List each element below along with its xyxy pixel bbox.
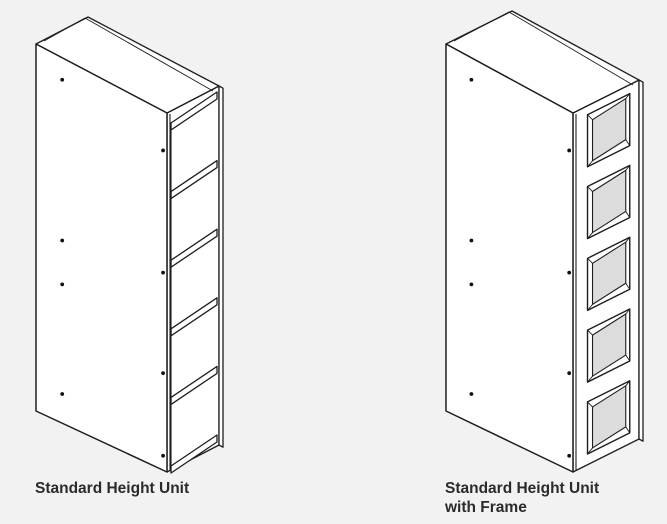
frame-bevel — [625, 426, 631, 434]
top-panel-inner-edge — [43, 17, 86, 42]
frame-bevel — [587, 329, 593, 336]
side-panel — [35, 43, 168, 473]
screw-hole — [161, 270, 165, 275]
screw-hole — [469, 238, 474, 243]
screw-hole — [567, 270, 572, 275]
screw-hole — [567, 371, 572, 376]
frame-bevel — [587, 232, 593, 239]
frame-bevel — [625, 283, 631, 290]
frame-bevel — [587, 114, 593, 121]
top-panel-inner-edge — [453, 11, 510, 42]
caption-line: Standard Height Unit — [35, 480, 190, 497]
frame-bevel — [587, 401, 593, 408]
caption-standard-height-unit-with-frame: Standard Height Unit with Frame — [445, 479, 599, 517]
screw-hole — [161, 148, 165, 153]
screw-hole — [469, 392, 474, 396]
frame-bevel — [625, 139, 631, 146]
frame-bevel — [625, 380, 631, 387]
screw-hole — [567, 453, 572, 458]
frame-bevel — [587, 160, 593, 168]
caption-line: with Frame — [445, 499, 527, 516]
top-panel-inner-edge — [508, 11, 634, 86]
caption-standard-height-unit: Standard Height Unit — [35, 479, 189, 498]
frame-bevel — [587, 447, 593, 455]
frame-bevel — [625, 211, 631, 218]
caption-line: Standard Height Unit — [445, 480, 600, 497]
far-side-edge — [218, 85, 224, 448]
top-panel-inner-edge — [84, 17, 214, 92]
side-panel — [445, 43, 574, 473]
frame-bevel — [625, 165, 631, 171]
frame-bevel — [625, 308, 631, 315]
screw-hole — [567, 148, 572, 153]
frame-bevel — [587, 375, 593, 383]
shelf-board — [170, 434, 218, 474]
screw-hole — [469, 282, 474, 287]
screw-hole — [60, 238, 65, 243]
frame-bevel — [587, 304, 593, 311]
frame-bevel — [625, 93, 631, 99]
screw-hole — [60, 392, 65, 396]
frame-bevel — [625, 354, 631, 362]
screw-hole — [60, 282, 65, 287]
screw-hole — [469, 77, 474, 82]
frame-bevel — [587, 257, 593, 264]
screw-hole — [161, 371, 165, 376]
frame-side-edge — [638, 79, 644, 442]
frame-bevel — [587, 186, 593, 192]
screw-hole — [161, 453, 165, 458]
screw-hole — [60, 77, 65, 82]
frame-bevel — [625, 236, 631, 243]
